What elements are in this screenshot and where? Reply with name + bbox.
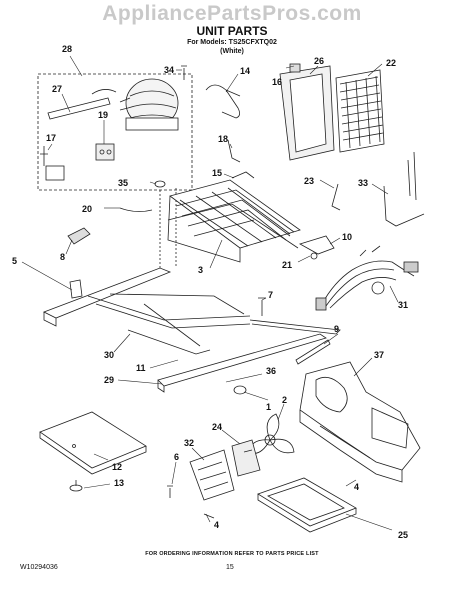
- thermistor-23: [331, 183, 341, 211]
- callout-20: 20: [82, 204, 93, 214]
- callout-4-lower: 4: [214, 520, 220, 530]
- callout-32: 32: [184, 438, 195, 448]
- model-subtitle: For Models: TS25CFXTQ02 (White): [0, 38, 464, 56]
- callout-1: 1: [266, 402, 272, 412]
- callout-6: 6: [174, 452, 180, 462]
- fan-blade: [247, 413, 295, 454]
- callout-3: 3: [198, 265, 204, 275]
- callout-17: 17: [46, 133, 57, 143]
- watermark-text: AppliancePartsPros.com: [102, 2, 362, 25]
- callout-24: 24: [212, 422, 223, 432]
- wire-harness: [315, 245, 419, 311]
- page-number: 15: [226, 564, 234, 571]
- callout-26: 26: [314, 56, 325, 66]
- callout-27: 27: [52, 84, 63, 94]
- ordering-note: FOR ORDERING INFORMATION REFER TO PARTS …: [145, 551, 319, 557]
- compressor-kit-box: [37, 73, 193, 191]
- callout-19: 19: [98, 110, 109, 120]
- callout-21: 21: [282, 260, 293, 270]
- drain-pan: [257, 477, 357, 533]
- callout-12: 12: [112, 462, 123, 472]
- callout-30: 30: [104, 350, 115, 360]
- callout-18: 18: [218, 134, 229, 144]
- callout-23: 23: [304, 176, 315, 186]
- protector: [45, 165, 65, 181]
- callout-9: 9: [334, 324, 340, 334]
- callout-15: 15: [212, 168, 223, 178]
- callout-11: 11: [136, 363, 146, 373]
- callout-31: 31: [398, 300, 409, 310]
- callout-16: 16: [272, 77, 283, 87]
- color-line: (White): [220, 48, 244, 55]
- page-title: UNIT PARTS: [196, 24, 268, 38]
- callout-2: 2: [282, 395, 288, 405]
- callout-8: 8: [60, 252, 66, 262]
- models-line: For Models: TS25CFXTQ02: [187, 39, 277, 46]
- callout-37: 37: [374, 350, 385, 360]
- callout-25: 25: [398, 530, 409, 540]
- callout-10: 10: [342, 232, 353, 242]
- evaporator-coil: [167, 179, 301, 263]
- tube-18: [227, 139, 241, 163]
- defrost-tubes-33: [383, 151, 425, 227]
- callout-22: 22: [386, 58, 397, 68]
- callout-4-right: 4: [354, 482, 360, 492]
- callout-29: 29: [104, 375, 115, 385]
- tube-14: [205, 84, 241, 119]
- document-number: W10294036: [20, 564, 58, 571]
- callout-33: 33: [358, 178, 369, 188]
- machine-compartment: [299, 361, 421, 483]
- bracket-10: [298, 235, 335, 255]
- callout-35: 35: [118, 178, 129, 188]
- callout-7: 7: [268, 290, 274, 300]
- callout-36: 36: [266, 366, 277, 376]
- callout-28: 28: [62, 44, 73, 54]
- fan-motor: [231, 439, 261, 477]
- callout-5: 5: [12, 256, 18, 266]
- callout-13: 13: [114, 478, 125, 488]
- callout-34: 34: [164, 65, 175, 75]
- base-frame: [43, 267, 251, 355]
- overload-relay: [95, 143, 115, 161]
- callout-14: 14: [240, 66, 251, 76]
- start-device: [47, 97, 111, 120]
- cover-plate: [39, 411, 147, 475]
- foam-block: [67, 227, 91, 245]
- fan-bracket: [189, 449, 235, 501]
